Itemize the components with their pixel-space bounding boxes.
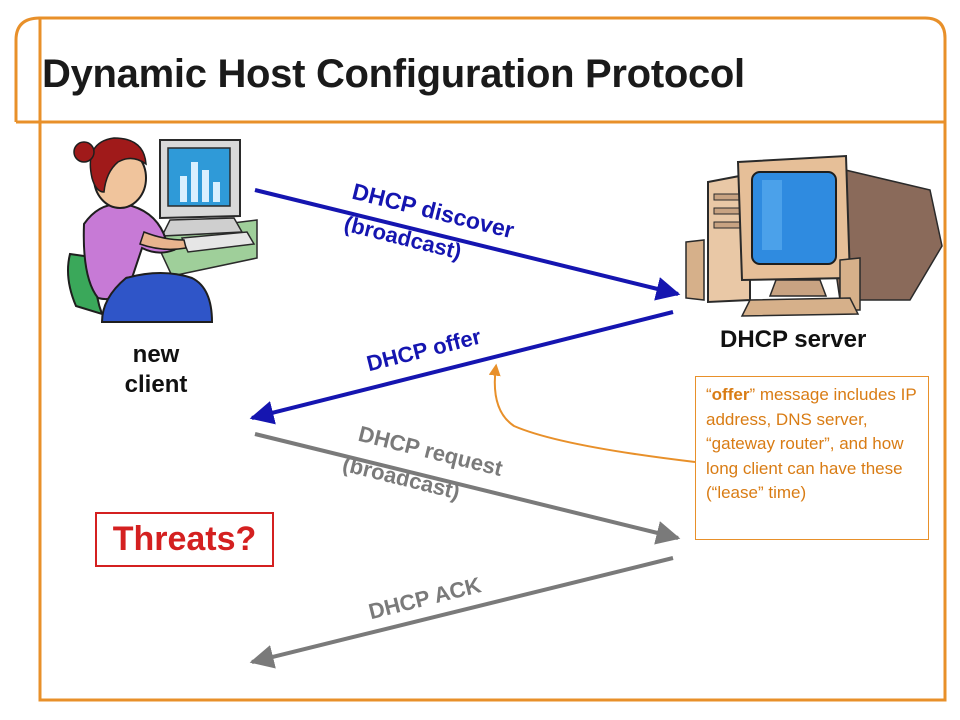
discover-arrow xyxy=(254,188,681,301)
offer-callout: “offer” message includes IP address, DNS… xyxy=(695,376,929,540)
slide-title: Dynamic Host Configuration Protocol xyxy=(42,52,745,96)
client-illustration xyxy=(67,137,258,323)
callout-pointer-arrow xyxy=(488,363,696,463)
ack-arrow xyxy=(249,556,674,669)
client-label-line1: new xyxy=(132,341,180,368)
server-label: DHCP server xyxy=(720,326,867,353)
client-label-line2: client xyxy=(124,371,188,398)
callout-open-quote: “ xyxy=(706,385,712,404)
threats-box: Threats? xyxy=(95,512,274,567)
client-label: new client xyxy=(100,340,212,400)
callout-keyword: offer xyxy=(711,385,750,404)
offer-arrow xyxy=(249,310,674,425)
server-illustration xyxy=(685,154,943,317)
request-arrow xyxy=(254,432,681,545)
callout-text: ” message includes IP address, DNS serve… xyxy=(706,385,917,502)
